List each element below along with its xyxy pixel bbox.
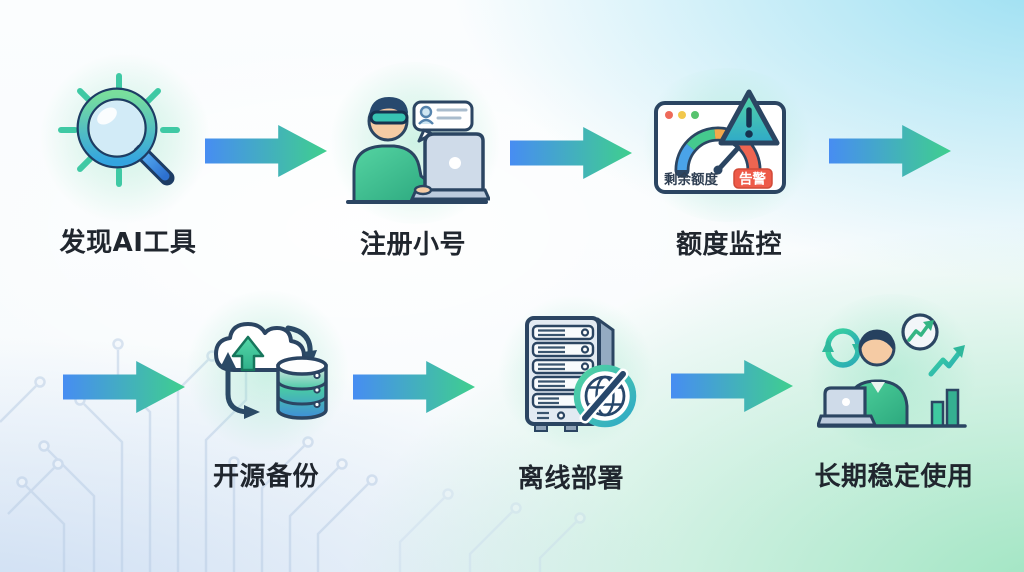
- laptop: [817, 386, 878, 427]
- step-label-discover: 发现AI工具: [59, 228, 197, 258]
- magnifier-discover-icon: [39, 52, 211, 224]
- flow-arrow-6: [671, 360, 793, 412]
- flow-arrow-4: [63, 361, 185, 413]
- remaining-quota-text: 剩余额度: [664, 171, 718, 188]
- bar-chart: [930, 388, 960, 428]
- long-term-stable-use-icon: [801, 294, 983, 451]
- step-label-longterm: 长期稳定使用: [814, 462, 974, 492]
- step-label-register: 注册小号: [359, 230, 467, 260]
- quota-monitor-icon: 剩余额度 告警: [634, 68, 820, 222]
- flow-arrow-2: [510, 127, 632, 179]
- step-label-backup: 开源备份: [212, 462, 320, 492]
- upload-arrow: [231, 335, 265, 372]
- collar: [871, 382, 885, 393]
- database-cylinder: [276, 356, 328, 420]
- flow-arrow-3: [829, 125, 951, 177]
- alert-badge: 告警: [733, 168, 773, 189]
- register-alt-account-icon: [324, 62, 506, 224]
- offline-deploy-icon: [497, 294, 654, 451]
- step-label-offline: 离线部署: [517, 464, 625, 494]
- open-source-backup-icon: [184, 290, 351, 452]
- person-hair: [860, 330, 894, 351]
- refresh-cycle-icon: [822, 328, 864, 368]
- flow-arrow-5: [353, 361, 475, 413]
- warning-triangle-icon: [718, 89, 780, 146]
- laptop: [409, 132, 490, 201]
- sparkle-rays: [58, 73, 180, 187]
- eye-mask: [369, 110, 409, 125]
- step-label-monitor: 额度监控: [675, 230, 783, 260]
- alert-badge-text: 告警: [739, 171, 767, 188]
- cloud: [214, 322, 306, 372]
- person-hand: [413, 184, 433, 196]
- flow-arrow-1: [205, 125, 327, 177]
- globe-offline-icon: [573, 364, 637, 428]
- growth-arrow-icon: [928, 345, 965, 377]
- growth-circle-icon: [901, 313, 939, 351]
- person-hair: [369, 97, 408, 122]
